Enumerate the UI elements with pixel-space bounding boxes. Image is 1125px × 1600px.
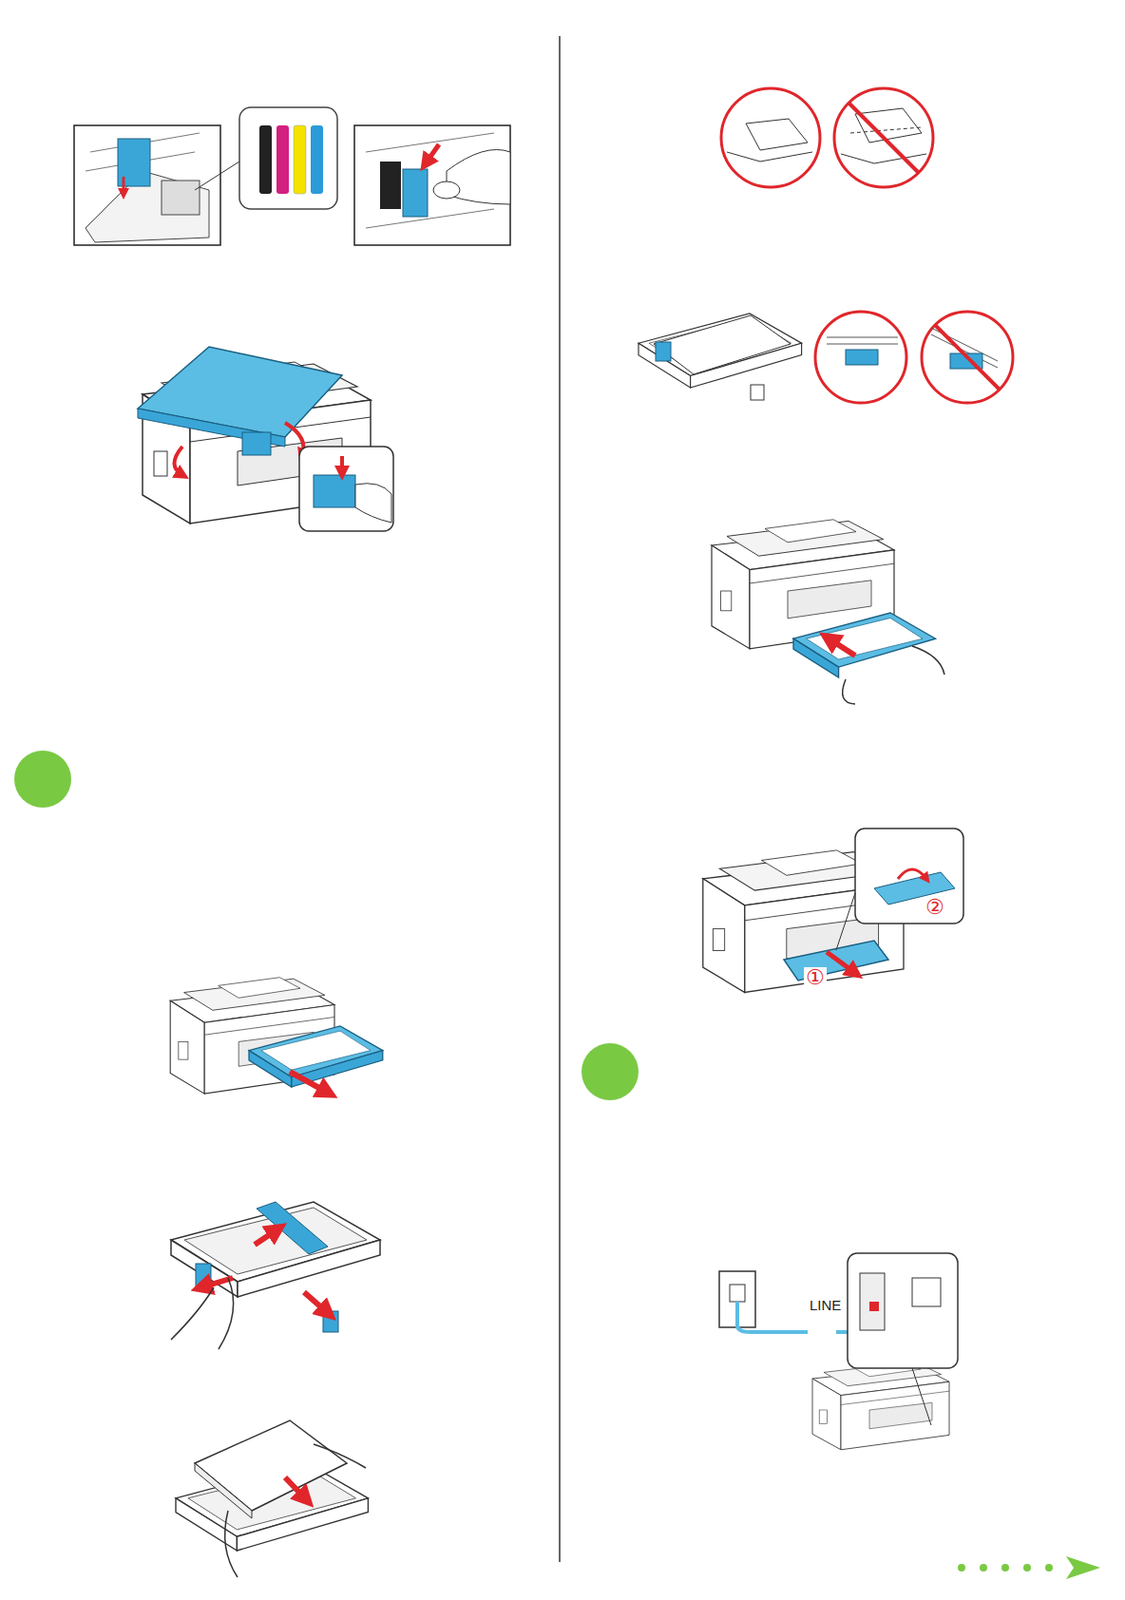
step-marker bbox=[581, 1043, 639, 1101]
cartridge-install bbox=[74, 107, 511, 246]
step-marker bbox=[14, 750, 72, 808]
phone-line bbox=[719, 1253, 958, 1450]
tray-insert bbox=[711, 519, 945, 705]
cable-label: LINE bbox=[807, 1297, 843, 1313]
paper-load bbox=[175, 1420, 368, 1578]
printer-open bbox=[137, 346, 394, 532]
tray-guides bbox=[171, 1201, 381, 1350]
callout-number: ② bbox=[923, 896, 947, 918]
continue-arrow bbox=[957, 1556, 1101, 1580]
column-divider bbox=[558, 36, 561, 1563]
guide-check bbox=[638, 311, 1013, 403]
paper-edge-check bbox=[721, 88, 934, 188]
tray-pull-out bbox=[170, 977, 383, 1094]
callout-number: ① bbox=[803, 967, 827, 989]
output-tray bbox=[703, 828, 964, 992]
